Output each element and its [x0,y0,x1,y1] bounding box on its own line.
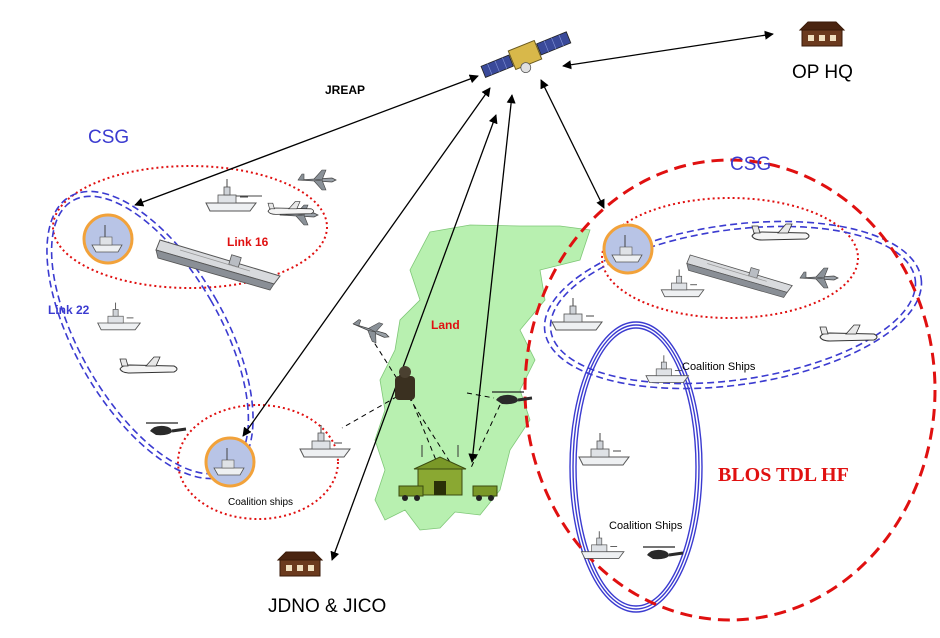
coalition-ships-left-label: Coalition ships [228,497,293,508]
comm-links [134,30,774,561]
csg-left-ship-emblem-icon [82,213,134,265]
patrol-aircraft-icon [819,324,878,342]
destroyer-icon [205,178,257,212]
jdno-building-icon [277,551,323,577]
jdno-label: JDNO & JICO [268,596,386,617]
coalition-left-emblem-icon [204,436,256,488]
fighter-jet-icon [799,267,839,289]
vehicle-icon [398,485,424,501]
csg-right-ship-emblem-icon [602,223,654,275]
ship-icon [580,530,625,559]
coalition-ships-right-upper-label: Coalition Ships [682,361,756,373]
coalition-right-blue-ellipse [569,321,703,613]
link22-label: Link 22 [48,303,90,317]
jreap-label: JREAP [325,83,365,97]
ship-icon [660,269,705,298]
csg-right-red-ellipse [601,197,859,319]
local-links [341,335,501,471]
link16-label: Link 16 [227,235,269,249]
land-label: Land [431,318,460,332]
patrol-aircraft-icon [119,356,178,374]
csg-right-label: CSG [730,154,771,175]
ship-icon [299,424,351,458]
ship-icon [578,432,630,466]
satellite-icon [480,31,572,78]
csg-right-blue-ellipse [543,220,923,390]
helicopter-icon [144,421,188,437]
fighter-jet-icon [349,314,393,347]
helicopter-icon [641,545,685,561]
blos-ellipse [523,158,937,622]
vehicle-icon [472,485,498,501]
fighter-jet-icon [297,169,337,191]
coalition-ships-right-lower-label: Coalition Ships [609,520,683,532]
ship-icon [97,302,141,331]
blos-label: BLOS TDL HF [718,464,849,486]
csg-left-label: CSG [88,127,129,148]
op-hq-label: OP HQ [792,62,853,83]
soldier-icon [395,366,415,400]
command-post-icon [413,445,467,496]
op-hq-building-icon [799,21,845,47]
